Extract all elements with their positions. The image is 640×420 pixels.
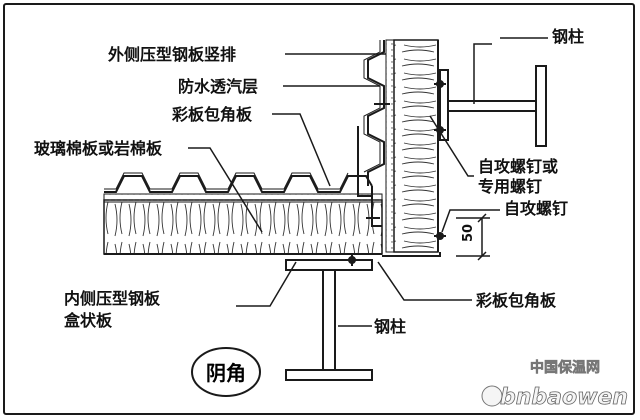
label-screw-or-special-line2: 专用螺钉	[478, 177, 542, 196]
corner-type-badge: 阴角	[191, 347, 261, 397]
label-glass-wool: 玻璃棉板或岩棉板	[34, 139, 163, 158]
vertical-insulation-panel	[385, 39, 439, 253]
dimension-value: 50	[461, 224, 476, 242]
label-steel-column-top: 钢柱	[552, 27, 584, 46]
label-vapor-permeable-layer: 防水透汽层	[178, 77, 258, 96]
label-steel-column-bottom: 钢柱	[374, 317, 406, 336]
horizontal-insulation-panel	[103, 193, 383, 255]
steel-column-top	[439, 65, 547, 147]
outer-profiled-sheet	[104, 175, 373, 193]
corner-type-label: 阴角	[206, 361, 246, 385]
steel-column-bottom	[285, 259, 373, 381]
label-inner-panel-line1: 内侧压型钢板	[64, 289, 161, 308]
dimension-marker	[456, 213, 490, 261]
diagram-frame	[3, 3, 635, 415]
label-self-tapping-screw: 自攻螺钉	[504, 199, 568, 218]
label-color-panel-corner-top: 彩板包角板	[171, 105, 253, 124]
label-color-panel-corner-bottom: 彩板包角板	[475, 291, 557, 310]
label-outer-vertical-panel: 外侧压型钢板竖排	[107, 45, 236, 64]
label-inner-panel-line2: 盒状板	[64, 311, 113, 330]
label-screw-or-special-line1: 自攻螺钉或	[478, 157, 558, 176]
watermark-site-en: bnbaowen	[500, 385, 628, 410]
inner-corner-flashing	[382, 252, 441, 257]
watermark: 中国保温网 bnbaowen	[481, 359, 628, 410]
watermark-site-cn: 中国保温网	[530, 359, 600, 376]
leader-lines	[188, 37, 548, 327]
outer-vertical-profiled-sheet	[367, 40, 385, 186]
screws	[348, 80, 446, 266]
